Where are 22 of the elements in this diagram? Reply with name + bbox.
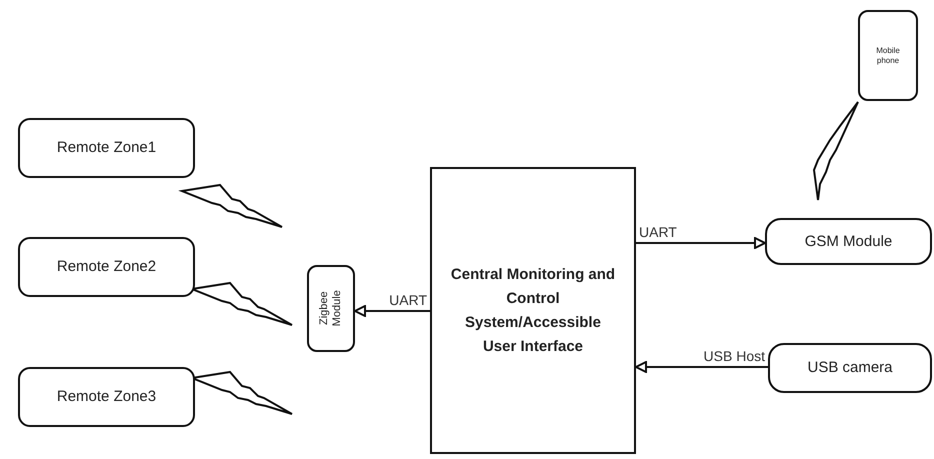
- edge-label: USB Host: [702, 349, 766, 363]
- block-box: [858, 10, 918, 101]
- block-box: [765, 218, 932, 265]
- arrow: [635, 361, 768, 373]
- block-box: [18, 237, 195, 297]
- node-label: Remote Zone3: [56, 388, 158, 406]
- arrow: [636, 237, 766, 249]
- node-label: Central Monitoring and Control System/Accessible User Interface: [450, 264, 616, 356]
- block-box: [18, 118, 195, 178]
- node-label: USB camera: [806, 359, 894, 377]
- edge-label: UART: [638, 225, 678, 239]
- node-label: GSM Module: [804, 232, 894, 250]
- node-label: Mobile phone: [875, 46, 901, 66]
- node-label: Remote Zone2: [56, 258, 158, 276]
- node-label: Remote Zone1: [56, 139, 158, 157]
- arrow: [354, 305, 430, 317]
- node-label: Zigbee Module: [318, 289, 344, 329]
- edge-label: UART: [388, 293, 428, 307]
- block-box: [307, 265, 355, 352]
- block-box: [430, 167, 636, 454]
- block-box: [18, 367, 195, 427]
- block-box: [768, 343, 932, 393]
